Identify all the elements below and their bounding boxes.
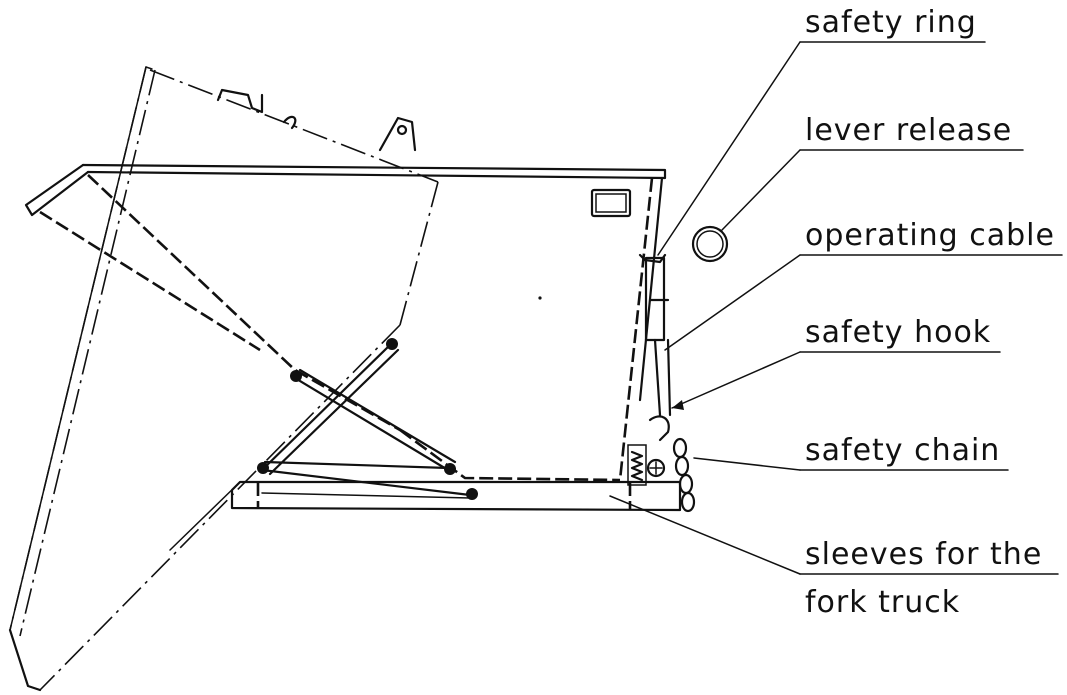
callout-safety-ring: safety ring (657, 5, 986, 256)
callout-sleeves-label-line1: sleeves for the (805, 537, 1042, 572)
callout-safety-hook-label: safety hook (805, 315, 991, 350)
upright-container-outline (24, 163, 667, 482)
locking-mechanism (627, 225, 729, 513)
callout-operating-cable-label: operating cable (805, 218, 1055, 253)
callout-lever-release-label: lever release (805, 113, 1012, 148)
callout-operating-cable: operating cable (664, 218, 1063, 351)
base-frame (169, 338, 682, 551)
callout-safety-chain: safety chain (693, 433, 1009, 471)
callout-sleeves-label-line2: fork truck (805, 585, 960, 620)
tilted-container-outline (8, 66, 439, 692)
callout-safety-hook: safety hook (671, 315, 1001, 410)
callout-sleeves: sleeves for the fork truck (609, 495, 1059, 620)
callout-safety-ring-label: safety ring (805, 5, 977, 40)
callout-safety-chain-label: safety chain (805, 433, 1000, 468)
callout-lever-release: lever release (721, 113, 1024, 231)
